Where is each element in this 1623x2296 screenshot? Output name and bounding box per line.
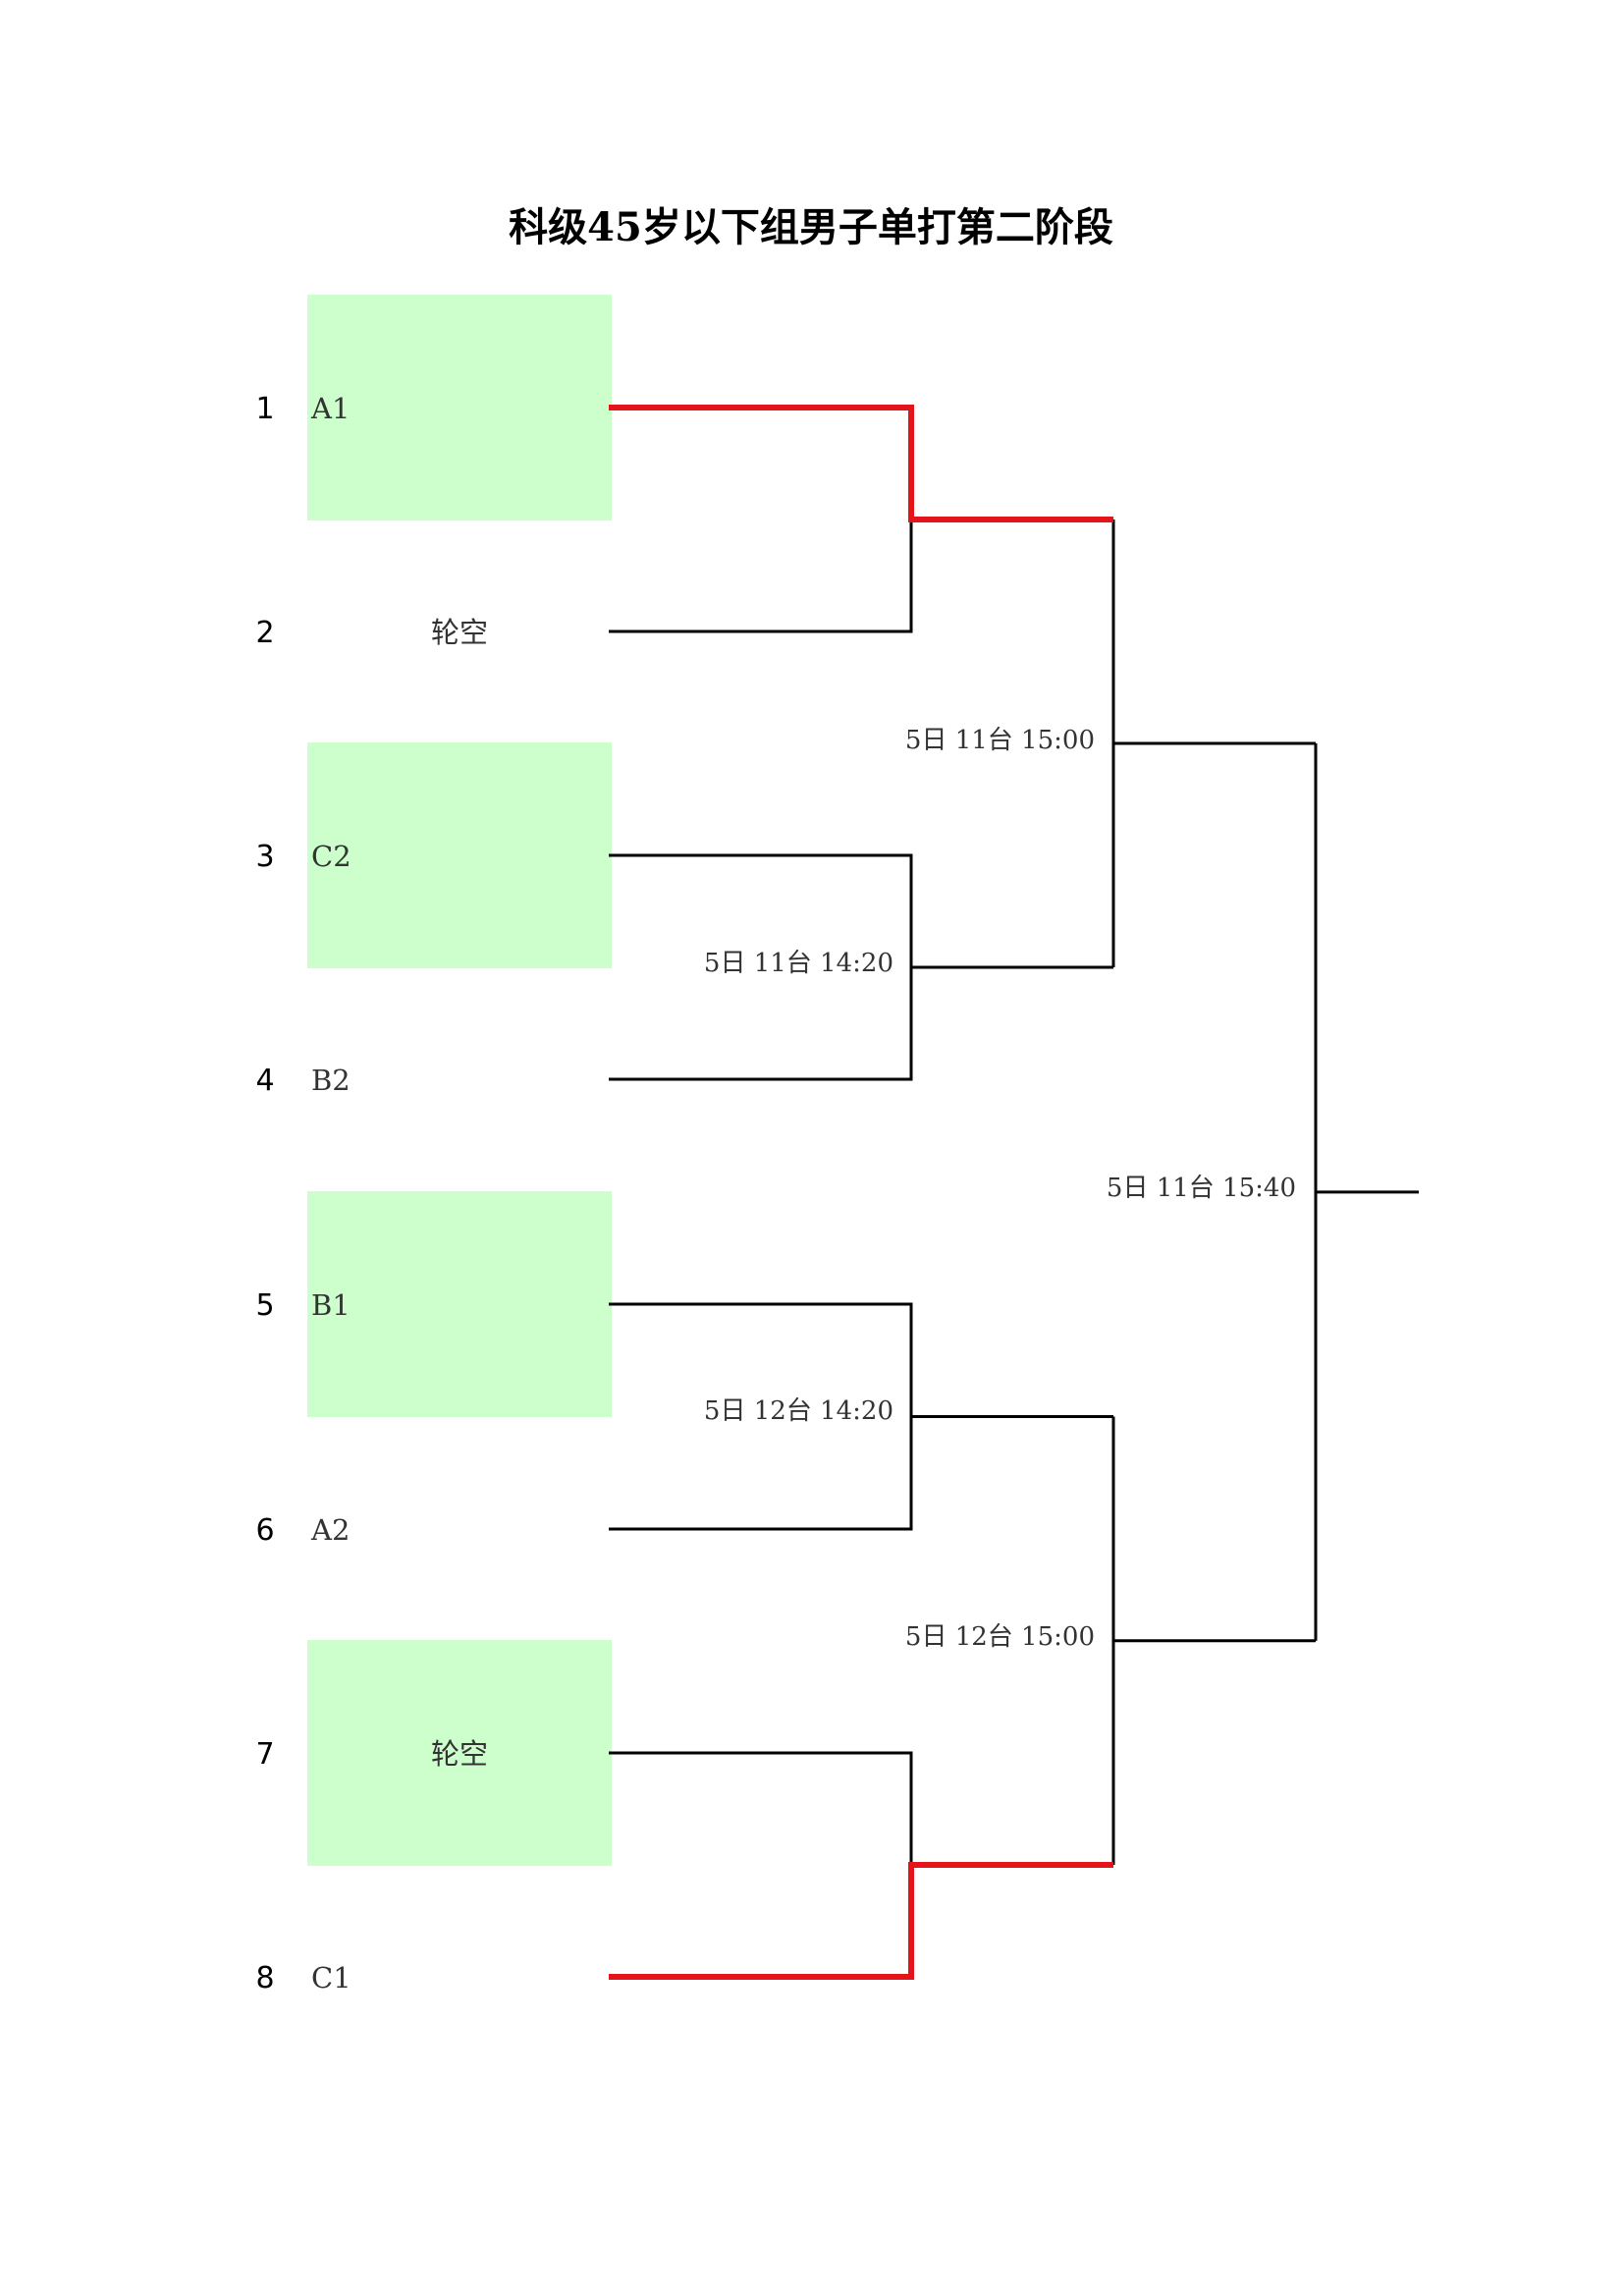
entry-labels: 1 A1 2 轮空 3 C2 4 B2 5 B1 6 A2 7 轮空 8 C1 <box>255 392 488 1995</box>
page-title: 科级45岁以下组男子单打第二阶段 <box>509 204 1113 250</box>
player-name: B2 <box>311 1064 351 1097</box>
match-info-semi-1: 5日 11台 15:00 <box>905 726 1095 755</box>
player-name: B1 <box>311 1288 351 1322</box>
seed-number: 3 <box>255 840 274 874</box>
highlight-box <box>307 742 612 968</box>
highlight-box <box>307 295 612 520</box>
round1-connector <box>609 406 913 633</box>
seed-number: 5 <box>255 1288 274 1323</box>
bracket-lines <box>609 405 1419 1980</box>
seed-number: 6 <box>255 1513 274 1548</box>
round1-connector <box>609 1751 913 1979</box>
player-name: C1 <box>311 1961 352 1995</box>
highlight-boxes <box>307 295 612 1866</box>
match-info-semi-2: 5日 12台 15:00 <box>905 1622 1095 1652</box>
seed-number: 8 <box>255 1961 274 1995</box>
seed-number: 1 <box>255 392 274 426</box>
highlight-box <box>307 1191 612 1417</box>
player-name: A2 <box>310 1513 350 1547</box>
player-name: 轮空 <box>431 616 488 649</box>
player-name: A1 <box>310 392 350 425</box>
player-name: C2 <box>311 840 352 873</box>
seed-number: 4 <box>255 1064 274 1098</box>
highlight-box <box>307 1640 612 1866</box>
match-info-final: 5日 11台 15:40 <box>1107 1174 1296 1203</box>
winner-path-seed-1 <box>609 405 1113 522</box>
player-name: 轮空 <box>431 1737 488 1771</box>
winner-path-seed-8 <box>609 1862 1113 1980</box>
seed-number: 2 <box>255 616 274 650</box>
match-info-r1-m3: 5日 12台 14:20 <box>704 1396 893 1426</box>
seed-number: 7 <box>255 1737 274 1772</box>
match-info-r1-m2: 5日 11台 14:20 <box>704 949 893 978</box>
